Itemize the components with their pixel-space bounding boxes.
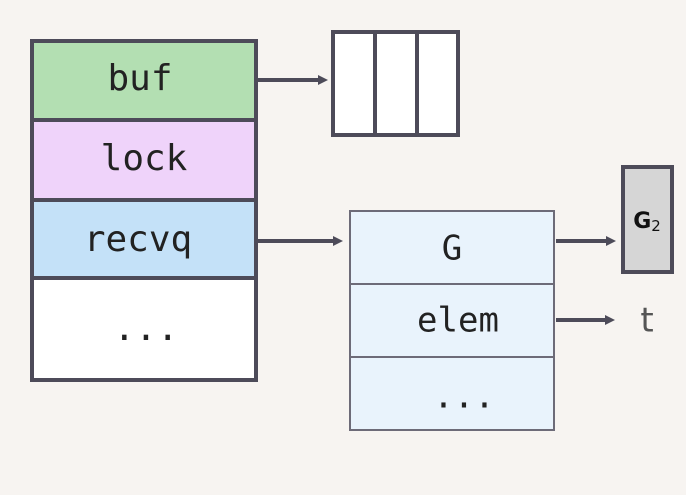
sudog-field-elem-label: elem xyxy=(417,301,499,341)
goroutine-label: G2 xyxy=(633,209,661,235)
sudog-field-more xyxy=(349,356,555,431)
hchan-field-more xyxy=(30,276,258,382)
goroutine-subscript: 2 xyxy=(651,217,661,235)
goroutine-box xyxy=(621,165,674,274)
hchan-field-buf-label: buf xyxy=(107,58,172,99)
elem-target-label: t xyxy=(640,301,653,341)
hchan-field-lock-label: lock xyxy=(101,138,188,179)
hchan-field-more-label: ... xyxy=(113,308,178,349)
buffer-slot xyxy=(373,30,419,137)
arrows xyxy=(258,75,616,325)
sudog-field-elem xyxy=(349,283,555,358)
goroutine-g2: G2 xyxy=(621,165,674,274)
sudog-field-g-label: G xyxy=(442,229,462,269)
buffer-array xyxy=(331,30,460,137)
goroutine-letter: G xyxy=(633,209,651,234)
hchan-struct: buf lock recvq ... xyxy=(30,39,258,382)
sudog-field-more-label: ... xyxy=(433,377,494,417)
sudog-struct: G elem ... xyxy=(349,210,555,431)
hchan-field-recvq-label: recvq xyxy=(84,219,192,260)
buffer-slot xyxy=(331,30,377,137)
hchan-field-buf xyxy=(30,39,258,122)
buffer-slot xyxy=(415,30,460,137)
